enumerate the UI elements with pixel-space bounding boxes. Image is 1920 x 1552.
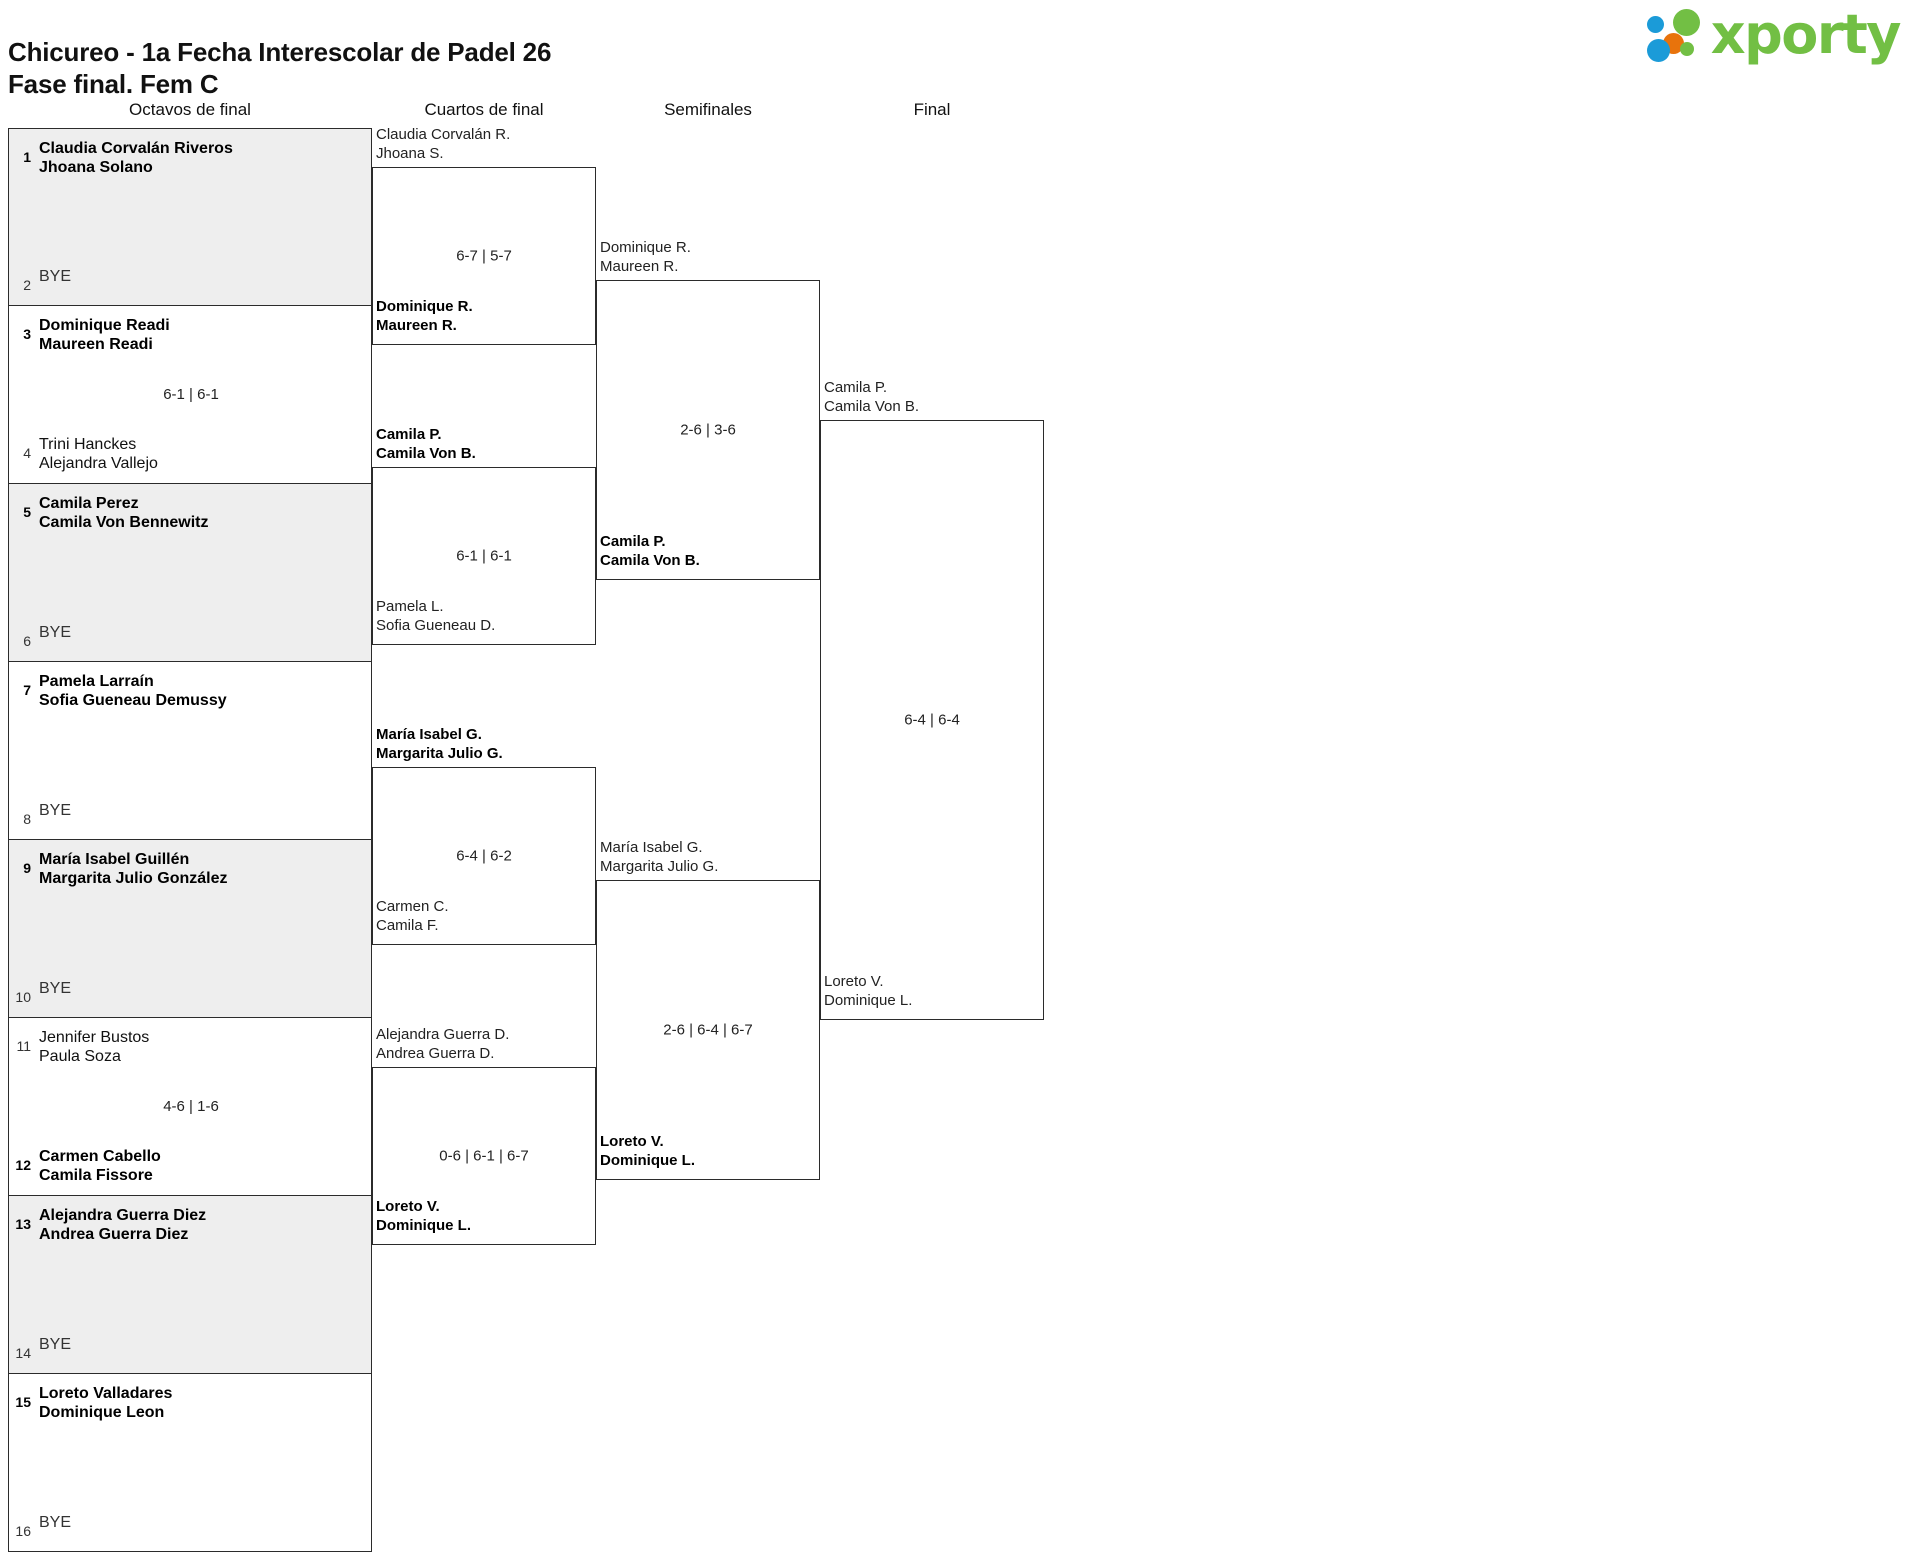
round-header-semifinales: Semifinales xyxy=(664,100,752,119)
bracket-page: Chicureo - 1a Fecha Interescolar de Pade… xyxy=(8,3,1902,1552)
team-name: BYE xyxy=(39,624,72,641)
team-name: BYE xyxy=(39,1336,72,1353)
seed-number: 1 xyxy=(23,149,31,165)
sf-entrant-top: María Isabel G.Margarita Julio G. xyxy=(600,839,719,875)
seed-number: 13 xyxy=(15,1216,31,1232)
seed-number: 9 xyxy=(23,860,31,876)
qf-entrant-bottom: Carmen C.Camila F. xyxy=(376,898,449,934)
page-title: Chicureo - 1a Fecha Interescolar de Pade… xyxy=(8,4,551,132)
seed-number: 12 xyxy=(15,1157,31,1173)
sf-match-box[interactable]: 2-6 | 6-4 | 6-7 xyxy=(596,880,820,1180)
team-name: BYE xyxy=(39,802,72,819)
qf-entrant-top: María Isabel G.Margarita Julio G. xyxy=(376,726,503,762)
team-name: BYE xyxy=(39,1514,72,1531)
qf-match-box[interactable]: 0-6 | 6-1 | 6-7 xyxy=(372,1067,596,1245)
r16-slot-bottom: 14 BYE xyxy=(9,1335,373,1363)
qf-entrant-bottom: Pamela L.Sofia Gueneau D. xyxy=(376,598,496,634)
qf-entrant-bottom: Dominique R.Maureen R. xyxy=(376,298,473,334)
seed-number: 3 xyxy=(23,326,31,342)
seed-number: 15 xyxy=(15,1394,31,1410)
r16-slot-bottom: 2 BYE xyxy=(9,267,373,295)
r16-slot-bottom: 6 BYE xyxy=(9,623,373,651)
final-entrant-top: Camila P.Camila Von B. xyxy=(824,379,920,415)
sf-entrant-top: Dominique R.Maureen R. xyxy=(600,239,691,275)
match-score: 6-7 | 5-7 xyxy=(456,247,512,265)
round-header-final: Final xyxy=(913,100,951,119)
round-header-cuartos: Cuartos de final xyxy=(424,100,544,119)
seed-number: 10 xyxy=(15,989,31,1005)
match-score: 6-1 | 6-1 xyxy=(163,386,219,403)
seed-number: 2 xyxy=(23,277,31,293)
r16-slot-bottom: 8 BYE xyxy=(9,801,373,829)
sf-match-box[interactable]: 2-6 | 3-6 xyxy=(596,280,820,580)
round-header-octavos: Octavos de final xyxy=(129,100,251,119)
seed-number: 7 xyxy=(23,682,31,698)
match-score: 2-6 | 3-6 xyxy=(680,421,736,439)
final-entrant-bottom: Loreto V.Dominique L. xyxy=(824,973,913,1009)
match-score: 4-6 | 1-6 xyxy=(163,1098,219,1115)
seed-number: 4 xyxy=(23,445,31,461)
qf-match-box[interactable]: 6-4 | 6-2 xyxy=(372,767,596,945)
final-match-box[interactable]: 6-4 | 6-4 xyxy=(820,420,1044,1020)
xporty-dots-icon xyxy=(1646,9,1705,62)
r16-slot-bottom: 16 BYE xyxy=(9,1513,373,1541)
qf-match-box[interactable]: 6-7 | 5-7 xyxy=(372,167,596,345)
match-score: 6-4 | 6-2 xyxy=(456,847,512,865)
match-score: 0-6 | 6-1 | 6-7 xyxy=(439,1147,529,1165)
r16-slot-bottom: 10 BYE xyxy=(9,979,373,1007)
qf-entrant-top: Camila P.Camila Von B. xyxy=(376,426,476,462)
xporty-wordmark: xporty xyxy=(1710,3,1902,66)
team-name: BYE xyxy=(39,980,72,997)
match-score: 6-1 | 6-1 xyxy=(456,547,512,565)
sf-entrant-bottom: Camila P.Camila Von B. xyxy=(600,533,700,569)
qf-entrant-top: Alejandra Guerra D.Andrea Guerra D. xyxy=(376,1026,510,1062)
team-name: BYE xyxy=(39,268,72,285)
seed-number: 5 xyxy=(23,504,31,520)
title-line-1: Chicureo - 1a Fecha Interescolar de Pade… xyxy=(8,37,552,67)
title-line-2: Fase final. Fem C xyxy=(8,69,219,99)
seed-number: 14 xyxy=(15,1345,31,1361)
match-score: 6-4 | 6-4 xyxy=(904,711,960,729)
sf-entrant-bottom: Loreto V.Dominique L. xyxy=(600,1133,695,1169)
seed-number: 8 xyxy=(23,811,31,827)
xporty-logo[interactable]: xporty xyxy=(1646,3,1902,66)
seed-number: 16 xyxy=(15,1523,31,1539)
seed-number: 11 xyxy=(16,1038,31,1054)
seed-number: 6 xyxy=(23,633,31,649)
match-score: 2-6 | 6-4 | 6-7 xyxy=(663,1021,753,1039)
qf-match-box[interactable]: 6-1 | 6-1 xyxy=(372,467,596,645)
qf-entrant-bottom: Loreto V.Dominique L. xyxy=(376,1198,471,1234)
qf-entrant-top: Claudia Corvalán R.Jhoana S. xyxy=(376,126,511,162)
